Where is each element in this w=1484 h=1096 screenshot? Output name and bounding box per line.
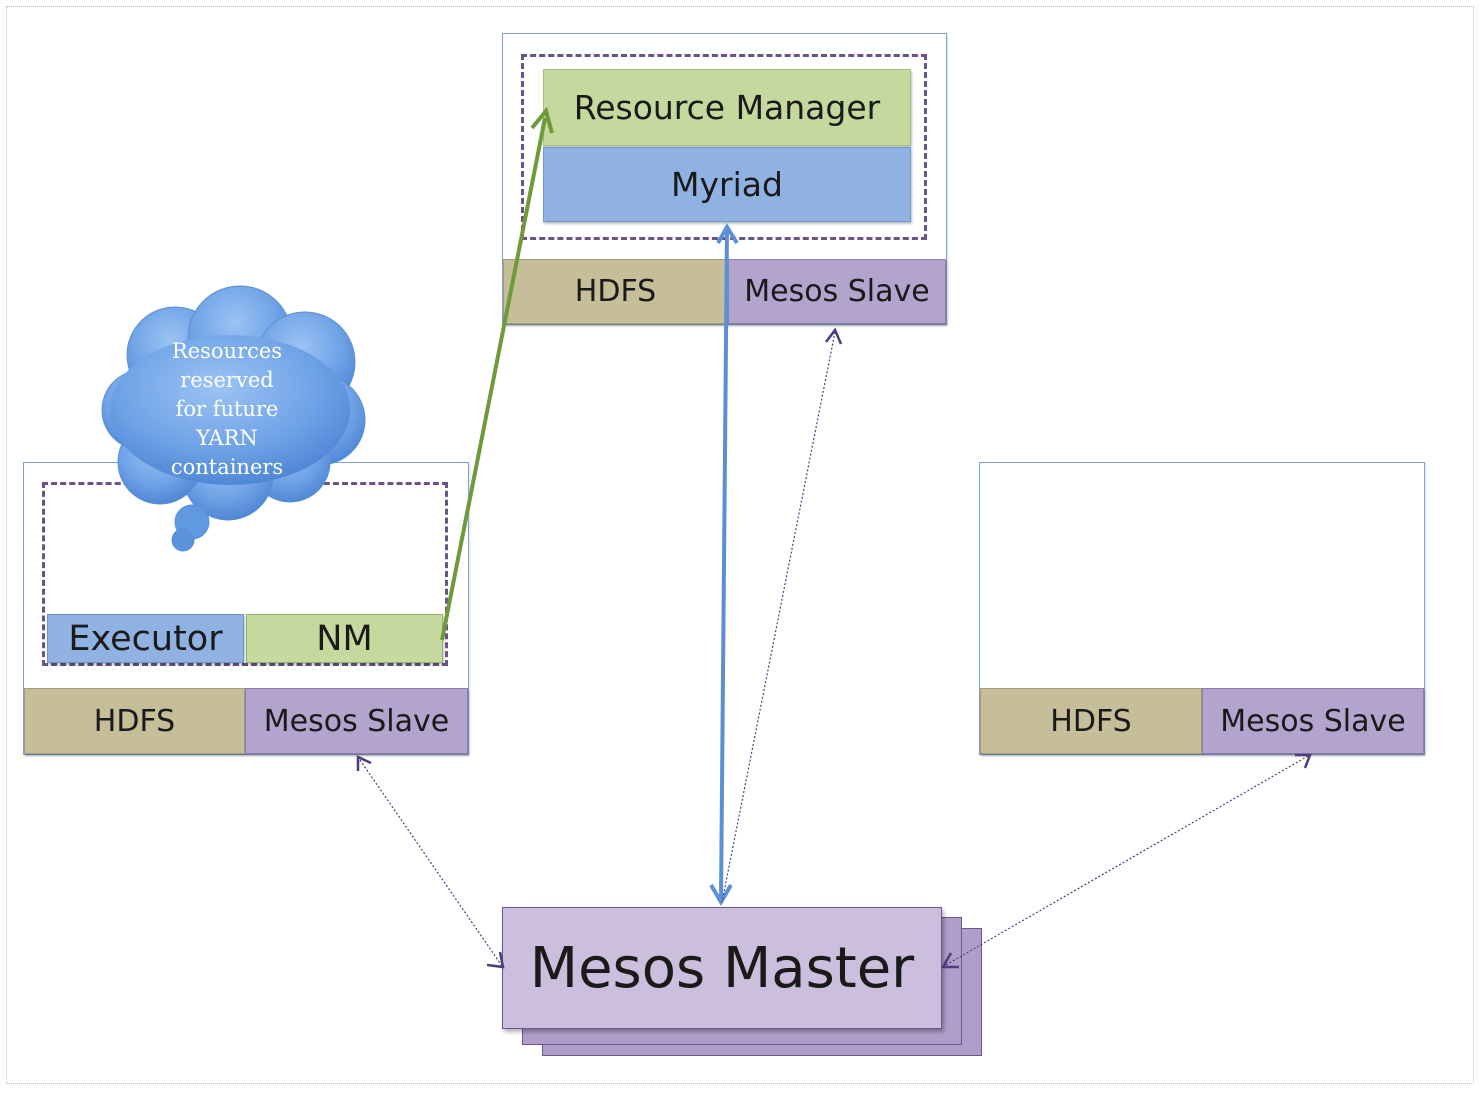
- cloud-line: Resources: [171, 339, 283, 363]
- thought-cloud-icon: [101, 285, 366, 552]
- top-slave-to-master-link: [721, 327, 843, 903]
- cloud-line: reserved: [180, 368, 274, 392]
- myriad-to-master-arrow: [709, 223, 739, 906]
- top-node-yarn-boundary: [521, 54, 927, 240]
- myriad-box: Myriad: [543, 147, 911, 222]
- top-hdfs-box: HDFS: [503, 259, 728, 324]
- cloud-line: for future: [175, 397, 279, 421]
- right-slave-to-master-link: [940, 753, 1312, 969]
- cloud-line: YARN: [196, 426, 258, 450]
- top-mesos-slave-box: Mesos Slave: [728, 259, 946, 324]
- node-manager-box: NM: [246, 614, 443, 663]
- cloud-line: containers: [170, 455, 284, 479]
- cloud-caption: Resources reserved for future YARN conta…: [136, 337, 318, 482]
- left-slave-to-master-link: [356, 755, 505, 969]
- left-hdfs-box: HDFS: [24, 688, 245, 754]
- executor-box: Executor: [47, 614, 244, 663]
- nm-to-resource-manager-arrow: [440, 106, 554, 641]
- right-hdfs-box: HDFS: [980, 688, 1202, 754]
- left-mesos-slave-box: Mesos Slave: [245, 688, 468, 754]
- resource-manager-box: Resource Manager: [543, 69, 911, 146]
- diagram-frame: [6, 6, 1474, 1084]
- right-mesos-slave-box: Mesos Slave: [1202, 688, 1424, 754]
